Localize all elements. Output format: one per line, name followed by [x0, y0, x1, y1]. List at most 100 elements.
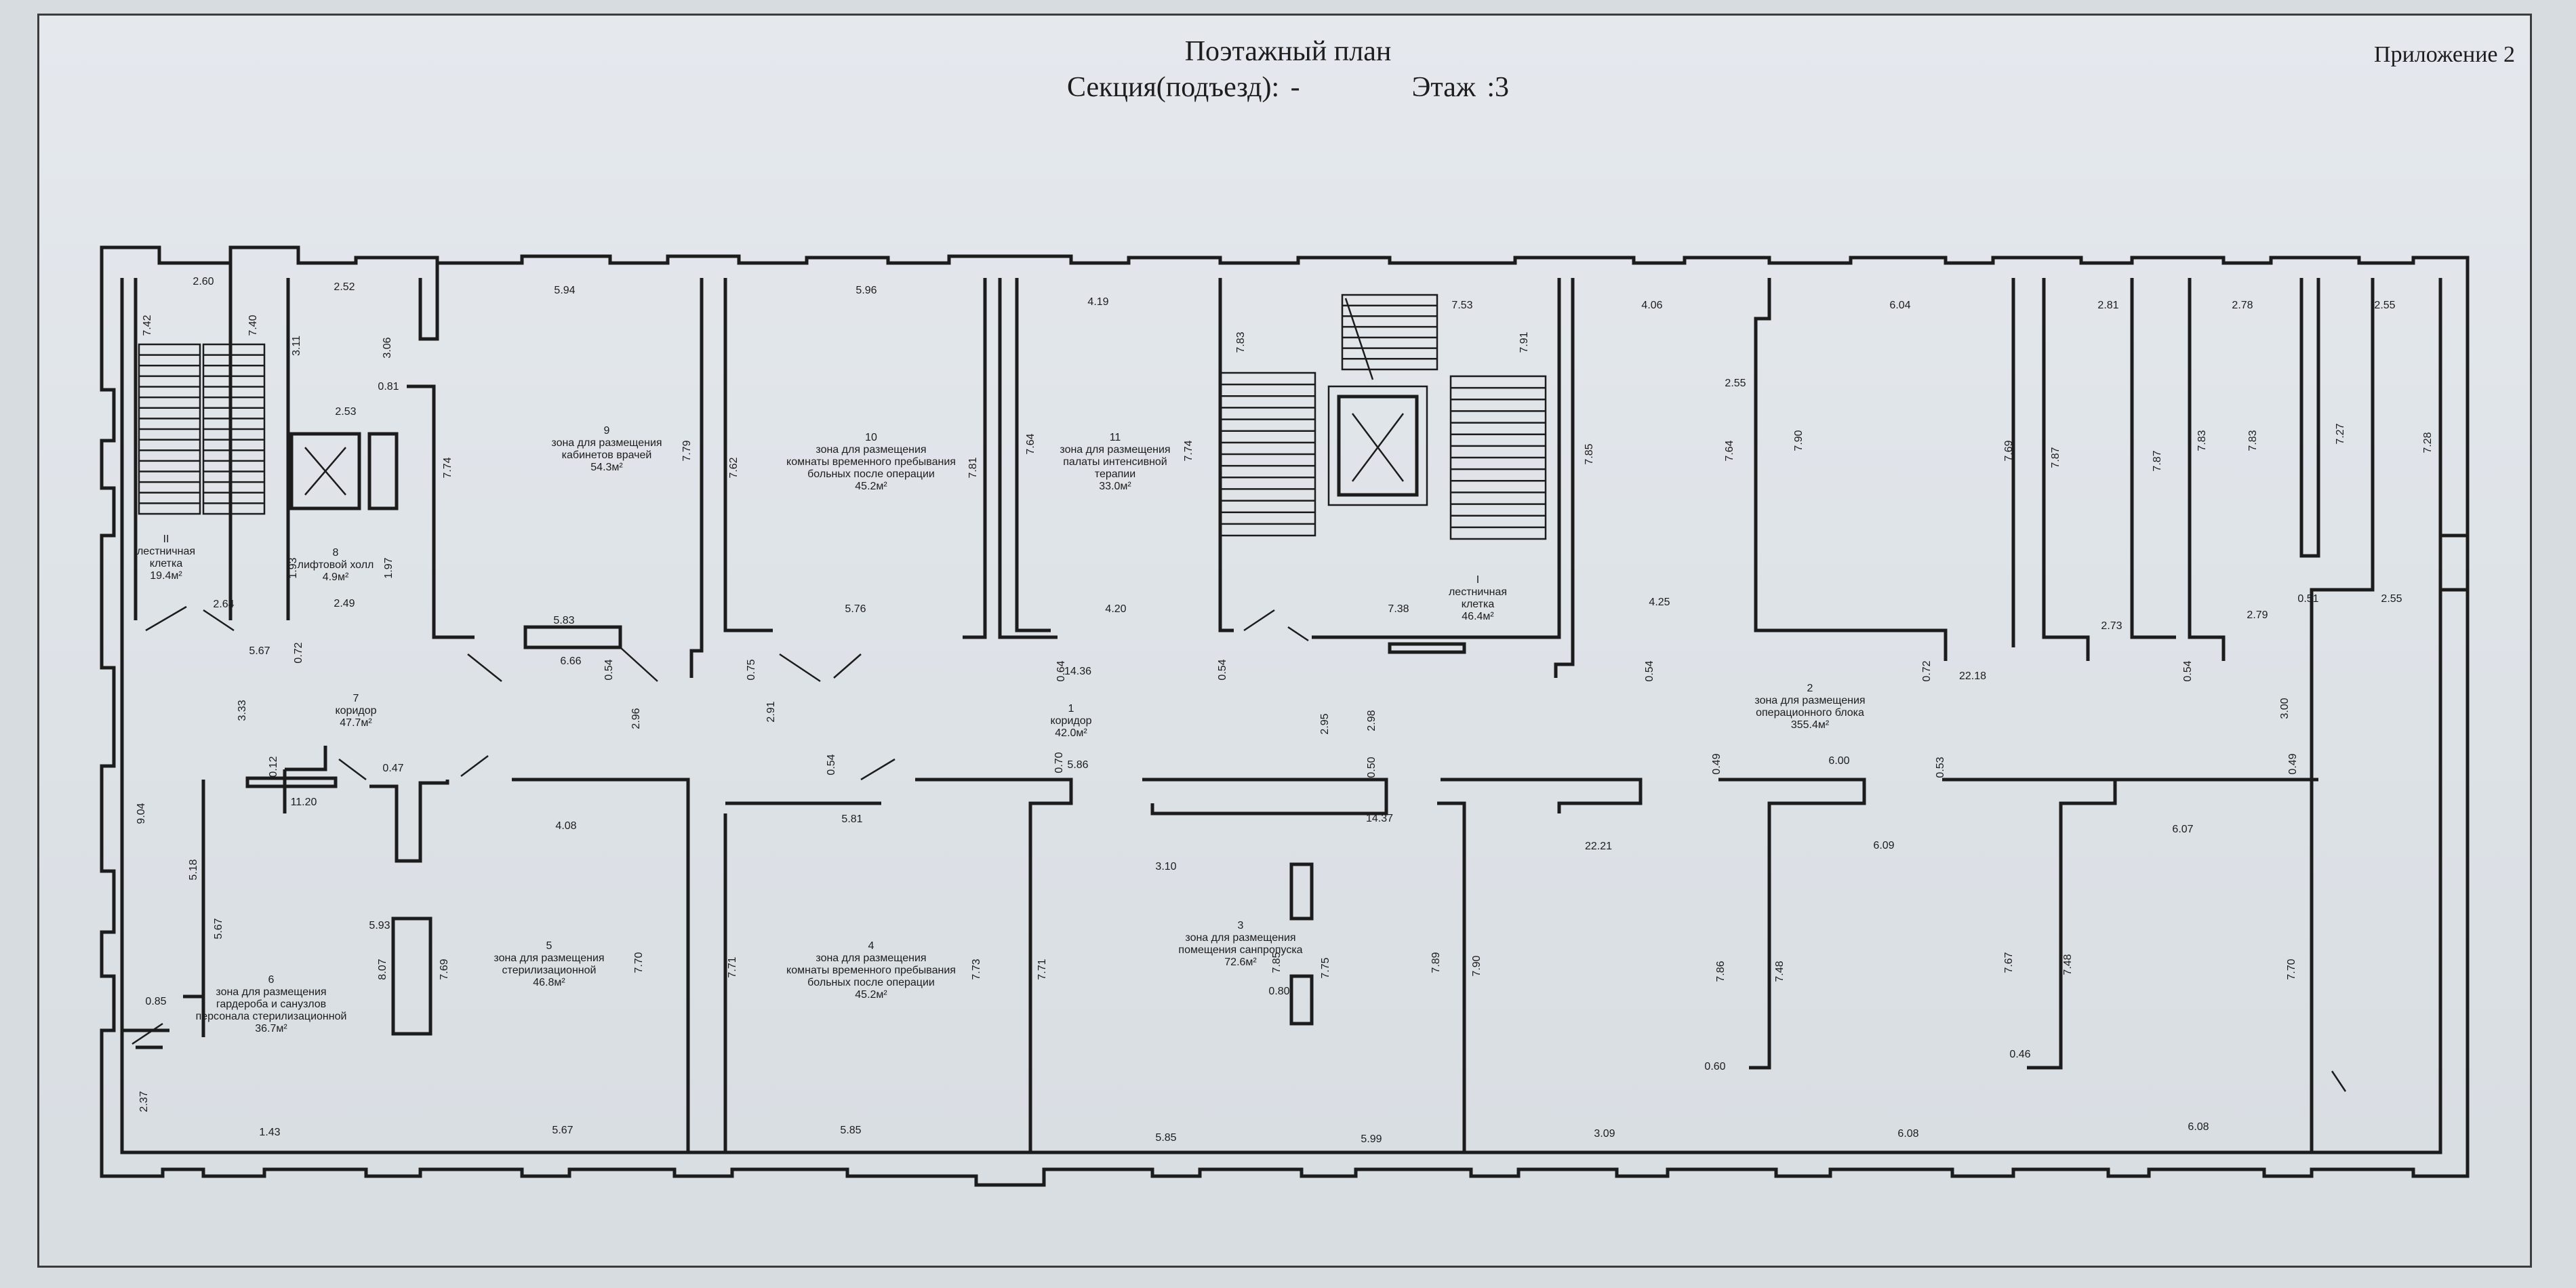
- dimension-horizontal: 6.09: [1873, 840, 1894, 851]
- dimension-horizontal: 0.60: [1704, 1061, 1725, 1072]
- dimension-horizontal: 5.86: [1067, 759, 1088, 771]
- plan-title: Поэтажный план: [1184, 36, 1392, 67]
- room-label: персонала стерилизационной: [196, 1011, 347, 1022]
- room-label: помещения санпропуска: [1178, 944, 1302, 956]
- dimension-vertical: 5.18: [188, 859, 199, 880]
- dimension-horizontal: 2.78: [2232, 300, 2253, 311]
- room-label: 2: [1807, 683, 1813, 694]
- room-label: 47.7м²: [340, 717, 372, 729]
- room-label: больных после операции: [807, 468, 935, 480]
- room-label: 1: [1068, 703, 1074, 715]
- dimension-vertical: 0.72: [293, 642, 304, 663]
- dimension-horizontal: 6.04: [1889, 300, 1910, 311]
- dimension-vertical: 7.64: [1724, 440, 1735, 461]
- dimension-vertical: 7.48: [2062, 954, 2074, 975]
- dimension-horizontal: 5.83: [553, 615, 574, 626]
- dimension-vertical: 7.27: [2335, 423, 2346, 444]
- room-label: 4: [868, 940, 874, 952]
- outer-walls: [100, 245, 2470, 1187]
- dimension-vertical: 0.54: [1644, 660, 1655, 681]
- dimension-vertical: 3.11: [291, 336, 302, 356]
- dimension-horizontal: 7.53: [1451, 300, 1472, 311]
- room-label: 9: [604, 425, 610, 437]
- room-label: 3: [1238, 920, 1244, 931]
- dimension-horizontal: 0.47: [382, 763, 403, 774]
- dimension-vertical: 0.75: [746, 659, 757, 680]
- dimension-horizontal: 6.08: [2188, 1121, 2209, 1133]
- dimension-vertical: 7.70: [633, 952, 645, 973]
- dimension-vertical: 3.06: [382, 337, 393, 358]
- dimension-horizontal: 0.81: [378, 381, 399, 393]
- plan-subtitle: Секция(подъезд): - Этаж :3: [0, 71, 2576, 104]
- dimension-vertical: 0.49: [2287, 753, 2299, 774]
- dimension-vertical: 9.04: [136, 803, 147, 824]
- room-label: коридор: [335, 705, 376, 717]
- interior-walls-lower: [122, 746, 2318, 1152]
- dimension-horizontal: 0.80: [1268, 986, 1289, 997]
- room-label: 4.9м²: [323, 571, 349, 583]
- dimension-vertical: 7.79: [681, 440, 693, 461]
- room-label: 5: [546, 940, 552, 952]
- dimension-horizontal: 6.66: [560, 656, 581, 667]
- room-label: лестничная: [1449, 586, 1507, 598]
- dimension-horizontal: 5.99: [1361, 1133, 1382, 1145]
- dimension-vertical: 2.91: [765, 701, 777, 722]
- dimension-horizontal: 4.06: [1641, 300, 1662, 311]
- dimension-vertical: 7.71: [727, 957, 738, 978]
- dimension-horizontal: 11.20: [291, 797, 317, 808]
- lift-shafts: [289, 385, 1428, 510]
- dimension-vertical: 7.87: [2152, 450, 2163, 471]
- dimension-horizontal: 2.53: [335, 406, 356, 418]
- dimension-vertical: 7.67: [2003, 952, 2015, 973]
- dimension-vertical: 7.74: [1183, 440, 1194, 461]
- dimension-horizontal: 22.21: [1585, 841, 1612, 852]
- dimension-vertical: 7.91: [1518, 331, 1530, 353]
- dimension-vertical: 7.40: [247, 315, 259, 336]
- dimension-horizontal: 5.67: [249, 645, 270, 657]
- dimension-vertical: 7.85: [1271, 952, 1283, 973]
- section-label: Секция(подъезд): -: [1066, 72, 1300, 103]
- dimension-horizontal: 5.67: [552, 1125, 573, 1136]
- dimension-vertical: 5.67: [213, 918, 224, 939]
- room-label: 36.7м²: [255, 1023, 287, 1034]
- dimension-vertical: 7.85: [1584, 443, 1595, 464]
- room-label: 45.2м²: [855, 481, 887, 492]
- dimension-vertical: 0.49: [1711, 753, 1723, 774]
- dimension-horizontal: 5.76: [845, 603, 866, 615]
- drawing-sheet: [37, 14, 2532, 1268]
- dimension-horizontal: 6.00: [1828, 755, 1849, 767]
- dimension-vertical: 2.95: [1319, 713, 1331, 734]
- dimension-horizontal: 3.09: [1594, 1128, 1615, 1140]
- interior-walls-upper: [134, 263, 2468, 1152]
- dimension-horizontal: 6.08: [1897, 1128, 1918, 1140]
- room-label: 11: [1110, 432, 1121, 443]
- dimension-horizontal: 2.49: [334, 598, 355, 609]
- room-label: клетка: [150, 558, 183, 569]
- room-label: зона для размещения: [1060, 444, 1170, 456]
- dimension-horizontal: 6.07: [2172, 824, 2193, 835]
- dimension-horizontal: 0.51: [2297, 593, 2318, 605]
- dimension-horizontal: 7.38: [1388, 603, 1409, 615]
- dimension-vertical: 7.69: [2003, 440, 2015, 461]
- dimension-vertical: 7.83: [2196, 430, 2208, 451]
- dimension-vertical: 0.53: [1935, 757, 1946, 778]
- dimension-vertical: 0.64: [1055, 660, 1067, 681]
- dimension-horizontal: 2.60: [193, 276, 214, 287]
- room-label: зона для размещения: [816, 952, 926, 964]
- room-label: 8: [333, 547, 339, 559]
- room-label: зона для размещения: [1754, 695, 1865, 706]
- dimension-horizontal: 2.55: [1725, 378, 1746, 389]
- dimension-horizontal: 22.18: [1959, 670, 1986, 682]
- dimension-vertical: 7.73: [971, 959, 982, 980]
- dimension-vertical: 7.87: [2050, 447, 2061, 468]
- room-label: зона для размещения: [494, 952, 604, 964]
- dimension-horizontal: 5.81: [841, 813, 862, 825]
- room-label: 33.0м²: [1099, 481, 1131, 492]
- room-label: зона для размещения: [551, 437, 662, 449]
- annex-label: Приложение 2: [2374, 42, 2515, 67]
- dimension-vertical: 7.74: [442, 457, 454, 478]
- dimension-vertical: 0.54: [826, 754, 837, 775]
